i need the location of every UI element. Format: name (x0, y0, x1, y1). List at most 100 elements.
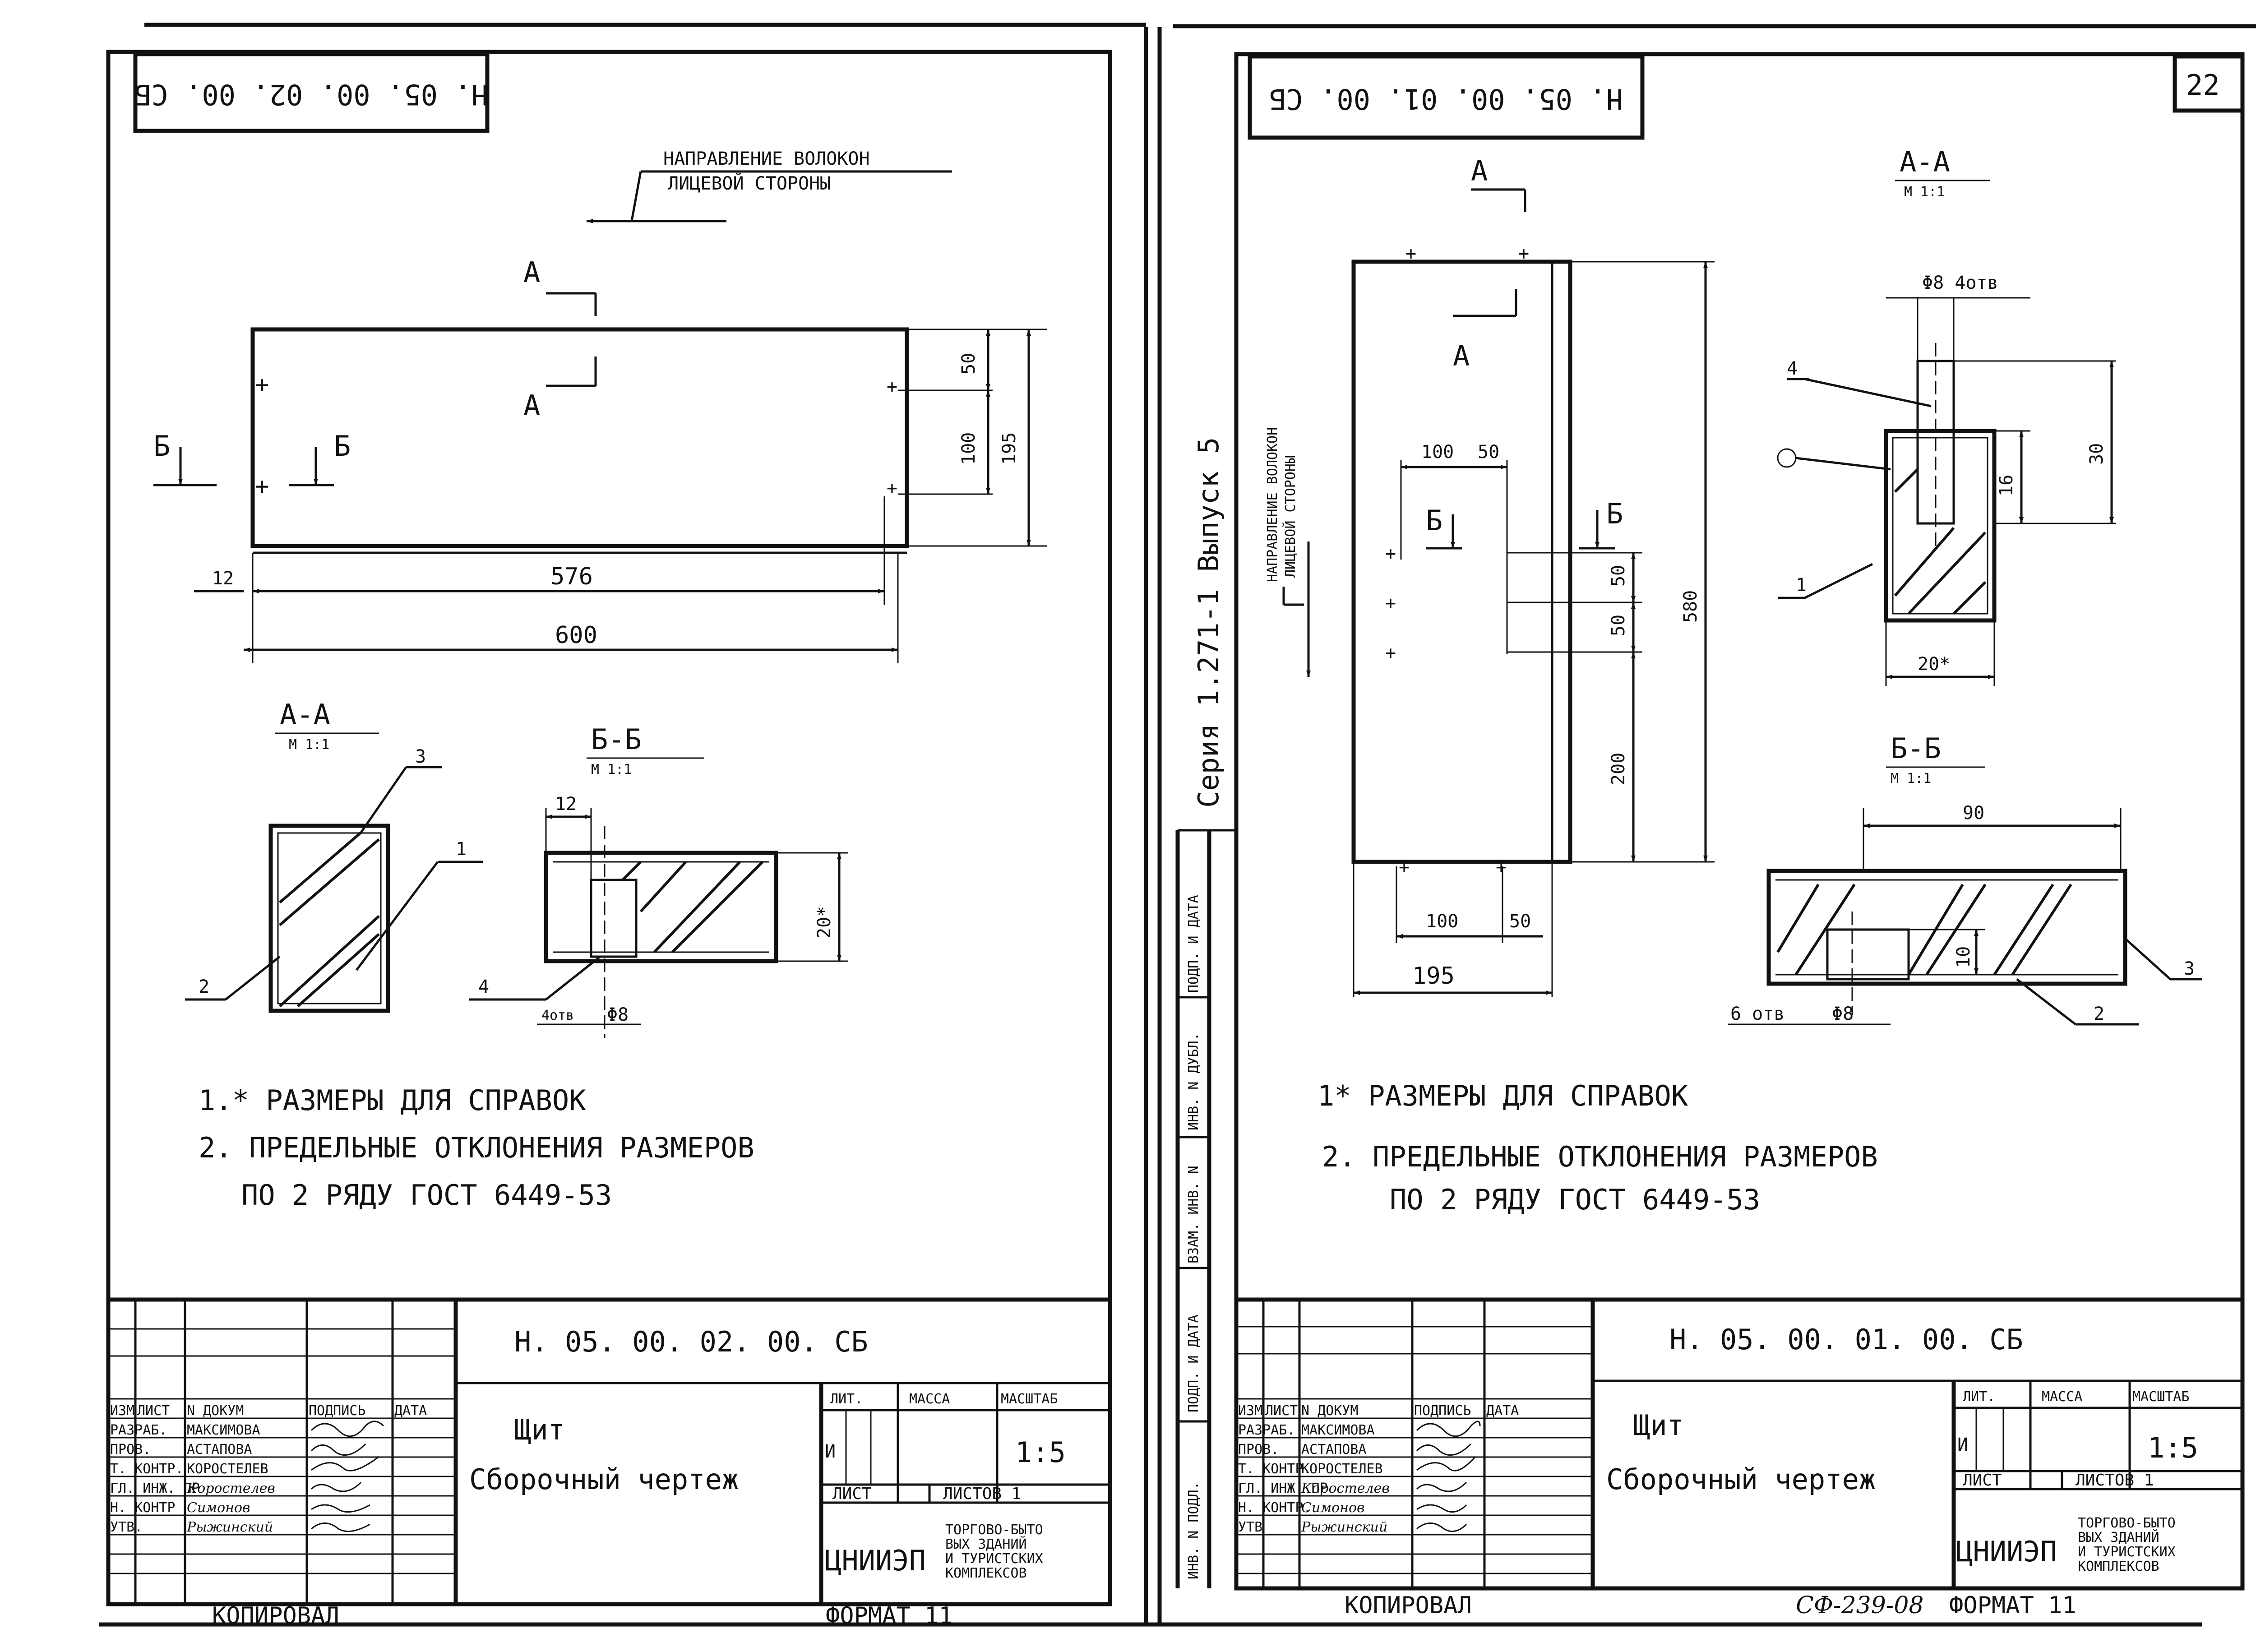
svg-text:+: + (1496, 857, 1507, 878)
left-notes: 1.* РАЗМЕРЫ ДЛЯ СПРАВОК 2. ПРЕДЕЛЬНЫЕ ОТ… (199, 1084, 754, 1212)
right-tb-col-doc: N ДОКУМ (1301, 1403, 1358, 1419)
right-tb-col-list: ЛИСТ (1265, 1403, 1298, 1419)
right-dim-195: 195 (1412, 963, 1455, 990)
right-aa-scale: М 1:1 (1904, 184, 1945, 200)
right-tb-org-2: ВЫХ ЗДАНИЙ (2078, 1529, 2159, 1546)
right-bb-dim-90: 90 (1963, 803, 1984, 824)
svg-text:+: + (1405, 243, 1416, 264)
page-frames (99, 23, 2256, 1627)
right-bb-label-2: 2 (2094, 1004, 2104, 1024)
left-fiber-note: НАПРАВЛЕНИЕ ВОЛОКОН ЛИЦЕВОЙ СТОРОНЫ (587, 148, 952, 223)
left-tb-name: Щит (514, 1413, 565, 1446)
right-tb-name: Щит (1633, 1409, 1684, 1442)
stamp-inv-podl: ИНВ. N ПОДЛ. (1186, 1481, 1202, 1579)
left-tb-person-5: Симонов (187, 1500, 250, 1516)
right-dim-580: 580 (1680, 590, 1701, 623)
left-bb-dim-12: 12 (555, 794, 577, 814)
right-series: Серия 1.271-1 Выпуск 5 (1192, 437, 1225, 808)
right-section-a-top: А (1471, 154, 1488, 187)
left-section-bb: Б-Б М 1:1 12 20* 4 4отв Φ8 (469, 723, 848, 1038)
left-bb-dim-20: 20* (814, 906, 835, 939)
svg-text:+: + (1385, 643, 1396, 663)
right-tb-org-3: И ТУРИСТСКИХ (2078, 1544, 2176, 1560)
right-tb-role-1: РАЗРАБ. (1238, 1422, 1295, 1438)
right-tb-role-3: Т. КОНТР. (1238, 1461, 1312, 1477)
right-notes: 1* РАЗМЕРЫ ДЛЯ СПРАВОК 2. ПРЕДЕЛЬНЫЕ ОТК… (1318, 1079, 1878, 1216)
right-bb-dia: Φ8 (1832, 1004, 1854, 1024)
right-dim-200: 200 (1608, 753, 1629, 785)
left-header-box: Н. 05. 00. 02. 00. СБ (133, 52, 490, 133)
left-aa-label-1: 1 (456, 839, 467, 860)
right-tb-org-1: ТОРГОВО-БЫТО (2078, 1515, 2176, 1531)
stamp-inv-dubl: ИНВ. N ДУБЛ. (1186, 1032, 1202, 1130)
left-tb-scale-label: МАСШТАБ (1001, 1391, 1058, 1407)
left-tb-subtitle: Сборочный чертеж (469, 1463, 739, 1496)
left-sheet: Н. 05. 00. 02. 00. СБ НАПРАВЛЕНИЕ ВОЛОКО… (106, 50, 1112, 1629)
left-dim-600: 600 (555, 622, 597, 649)
left-tb-sheet: ЛИСТ (832, 1485, 872, 1503)
right-bb-scale: М 1:1 (1891, 771, 1931, 787)
right-footer-format: ФОРМАТ 11 (1949, 1592, 2076, 1619)
left-tb-org-logo: ЦНИИЭП (825, 1544, 926, 1577)
left-footer-copied: КОПИРОВАЛ (212, 1602, 339, 1629)
left-tb-lit-value: И (825, 1441, 836, 1462)
left-tb-sheets: ЛИСТОВ 1 (943, 1485, 1021, 1503)
stamp-podp-2: ПОДП. И ДАТА (1186, 895, 1202, 993)
left-tb-org-1: ТОРГОВО-БЫТО (945, 1522, 1043, 1538)
left-tb-col-list: ЛИСТ (137, 1403, 170, 1419)
left-tb-org-2: ВЫХ ЗДАНИЙ (945, 1536, 1027, 1552)
left-tb-org-3: И ТУРИСТСКИХ (945, 1551, 1043, 1567)
left-bb-holes: 4отв (541, 1008, 574, 1023)
left-tb-org-4: КОМПЛЕКСОВ (945, 1565, 1027, 1581)
left-tb-col-sign: ПОДПИСЬ (309, 1403, 365, 1419)
right-dim-100-top: 100 (1421, 442, 1454, 463)
right-side-stamp: ИНВ. N ПОДЛ. ПОДП. И ДАТА ВЗАМ. ИНВ. N И… (1175, 829, 1236, 1588)
right-dim-50-a: 50 (1608, 565, 1629, 587)
left-section-b-right: Б (334, 430, 351, 463)
svg-text:+: + (255, 371, 269, 398)
left-tb-doc-code: Н. 05. 00. 02. 00. СБ (514, 1325, 868, 1358)
right-aa-label-4: 4 (1787, 358, 1798, 379)
right-tb-role-5: Н. КОНТР. (1238, 1500, 1312, 1516)
left-tb-role-5: Н. КОНТР (110, 1500, 176, 1516)
right-section-aa: А-А М 1:1 Φ8 4отв 30 16 20* (1777, 145, 2116, 686)
left-section-b-left: Б (153, 430, 170, 463)
left-dim-12: 12 (212, 568, 234, 589)
left-section-a-bottom: А (523, 389, 540, 422)
right-dim-50-b: 50 (1608, 615, 1629, 636)
right-tb-lit-value: И (1957, 1435, 1968, 1455)
svg-text:+: + (887, 376, 897, 397)
right-tb-sheets: ЛИСТОВ 1 (2076, 1471, 2154, 1490)
left-tb-scale: 1:5 (1015, 1436, 1066, 1469)
right-tb-col-date: ДАТА (1486, 1403, 1519, 1419)
left-tb-role-2: ПРОВ. (110, 1442, 151, 1458)
left-tb-person-2: АСТАПОВА (187, 1442, 252, 1458)
right-dim-50-top: 50 (1478, 442, 1499, 463)
left-title-block: Н. 05. 00. 02. 00. СБ ИЗМ ЛИСТ N ДОКУМ П… (106, 1297, 1112, 1606)
left-section-aa: А-А М 1:1 3 1 2 (185, 698, 483, 1013)
left-dim-195: 195 (999, 432, 1020, 465)
left-tb-person-4: Коростелев (186, 1481, 275, 1496)
svg-text:+: + (887, 478, 897, 499)
right-tb-sheet: ЛИСТ (1963, 1471, 2002, 1490)
left-dim-576: 576 (550, 563, 593, 590)
left-bb-title: Б-Б (591, 723, 642, 756)
right-tb-scale-label: МАСШТАБ (2132, 1389, 2189, 1405)
left-tb-person-6: Рыжинский (186, 1519, 273, 1535)
right-tb-org-logo: ЦНИИЭП (1956, 1535, 2057, 1568)
right-tb-mass: МАССА (2042, 1389, 2082, 1405)
right-tb-subtitle: Сборочный чертеж (1606, 1463, 1876, 1496)
left-fiber-note-line2: ЛИЦЕВОЙ СТОРОНЫ (668, 172, 831, 194)
left-tb-role-3: Т. КОНТР. (110, 1461, 184, 1477)
left-tb-lit: ЛИТ. (830, 1391, 863, 1407)
right-header-code: Н. 05. 00. 01. 00. СБ (1269, 83, 1623, 116)
right-tb-person-1: МАКСИМОВА (1301, 1422, 1375, 1438)
right-footer-copied: КОПИРОВАЛ (1345, 1592, 1472, 1619)
right-section-a-bottom: А (1453, 339, 1470, 372)
right-aa-title: А-А (1900, 145, 1950, 178)
right-dim-100-bottom: 100 (1426, 911, 1458, 932)
right-aa-dim-16: 16 (1996, 475, 2017, 496)
right-tb-org-4: КОМПЛЕКСОВ (2078, 1559, 2159, 1574)
left-bb-scale: М 1:1 (591, 762, 632, 777)
left-tb-col-date: ДАТА (394, 1403, 427, 1419)
